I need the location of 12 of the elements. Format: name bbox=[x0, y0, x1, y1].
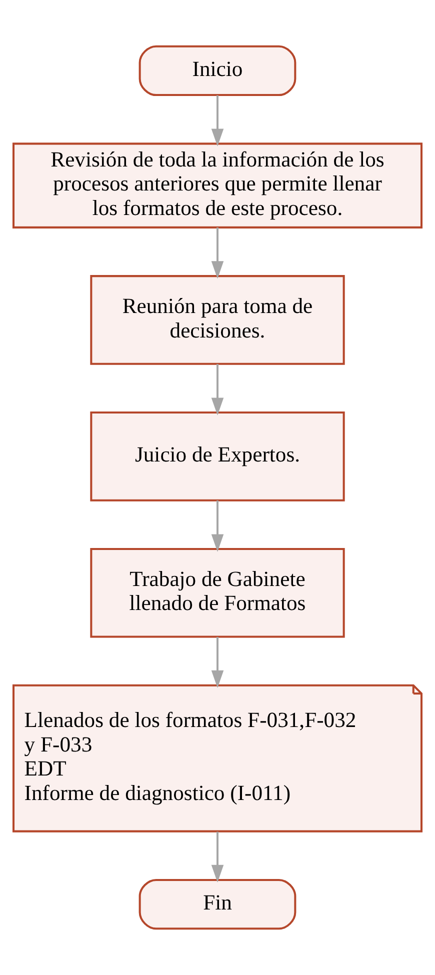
arrow bbox=[211, 95, 224, 146]
arrow bbox=[211, 364, 224, 416]
node-box: Fin bbox=[138, 878, 296, 930]
node-box: Trabajo de Gabinete llenado de Formatos bbox=[90, 548, 345, 638]
node-box: Juicio de Expertos. bbox=[90, 412, 345, 502]
arrow bbox=[211, 832, 224, 882]
node-box: Revisión de toda la información de los procesos anteriores que permite llenar los formatos de este proceso. bbox=[12, 142, 423, 228]
arrow bbox=[211, 637, 224, 688]
arrow bbox=[211, 228, 224, 279]
arrow bbox=[211, 500, 224, 552]
node-box: Inicio bbox=[138, 45, 296, 96]
node-box: Reunión para toma de decisiones. bbox=[90, 275, 345, 365]
